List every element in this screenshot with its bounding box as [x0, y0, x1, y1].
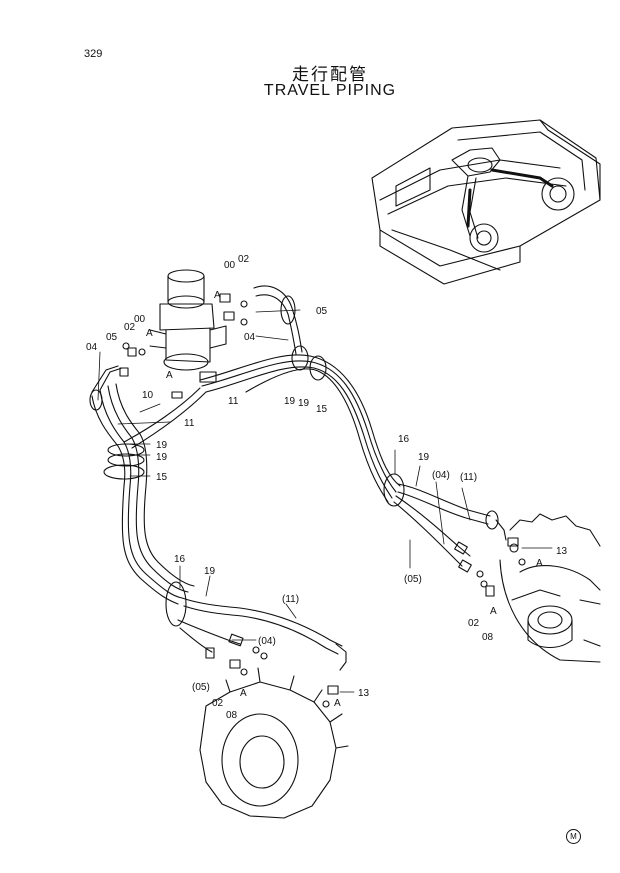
label-02-bottom: 02: [212, 698, 224, 709]
main-hose-bundle: [89, 285, 401, 605]
label-A-top: A: [214, 290, 221, 301]
title-japanese: 走行配管: [292, 65, 368, 85]
label-00-top: 00: [224, 260, 236, 271]
left-motor-piping: [177, 597, 347, 708]
label-05p-bottom: (05): [192, 682, 210, 693]
left-travel-motor: [199, 667, 349, 819]
label-A-right: A: [536, 558, 543, 569]
label-16-bottom: 16: [174, 554, 186, 565]
label-A-bottom: A: [240, 688, 247, 699]
right-motor-piping: [393, 483, 526, 597]
clamps: [103, 345, 405, 627]
label-19b: 19: [298, 398, 310, 409]
label-05p-right: (05): [404, 574, 422, 585]
left-fittings: [119, 293, 248, 399]
label-15-left: 15: [156, 472, 168, 483]
corner-mark: M: [566, 829, 581, 844]
label-04p-bottom: (04): [258, 636, 276, 647]
part-labels: 02 00 A 05 02 00 A 05 04 04 A 10 11 19 1…: [86, 254, 568, 721]
label-00-left: 00: [134, 314, 146, 325]
label-11-left: 11: [184, 418, 195, 429]
label-11p-bottom: (11): [282, 594, 299, 605]
label-19d: 19: [156, 452, 168, 463]
label-19-bottom: 19: [204, 566, 216, 577]
label-10: 10: [142, 390, 154, 401]
label-05-top: 05: [316, 306, 328, 317]
label-A-bottom2: A: [334, 698, 341, 709]
label-04-left: 04: [86, 342, 98, 353]
label-08-right: 08: [482, 632, 494, 643]
label-A-left: A: [146, 328, 153, 339]
label-19c: 19: [156, 440, 168, 451]
label-05-left: 05: [106, 332, 118, 343]
label-A-right2: A: [490, 606, 497, 617]
center-joint: [149, 269, 227, 371]
label-19-right: 19: [418, 452, 430, 463]
label-04-mid: 04: [244, 332, 256, 343]
label-04p-right: (04): [432, 470, 450, 481]
label-13-right: 13: [556, 546, 568, 557]
page-number: 329: [84, 48, 103, 60]
label-02-right: 02: [468, 618, 480, 629]
label-11p-right: (11): [460, 472, 477, 483]
leader-lines: [97, 309, 553, 693]
label-02-top: 02: [238, 254, 250, 265]
label-02-left: 02: [124, 322, 136, 333]
undercarriage-inset: [371, 119, 601, 285]
label-16-right: 16: [398, 434, 410, 445]
label-15-mid: 15: [316, 404, 328, 415]
label-11-mid: 11: [228, 396, 239, 407]
title-english: TRAVEL PIPING: [263, 82, 397, 99]
label-A-mid: A: [166, 370, 173, 381]
right-travel-motor: [499, 513, 601, 663]
label-13-bottom: 13: [358, 688, 370, 699]
label-08-bottom: 08: [226, 710, 238, 721]
label-19a: 19: [284, 396, 296, 407]
